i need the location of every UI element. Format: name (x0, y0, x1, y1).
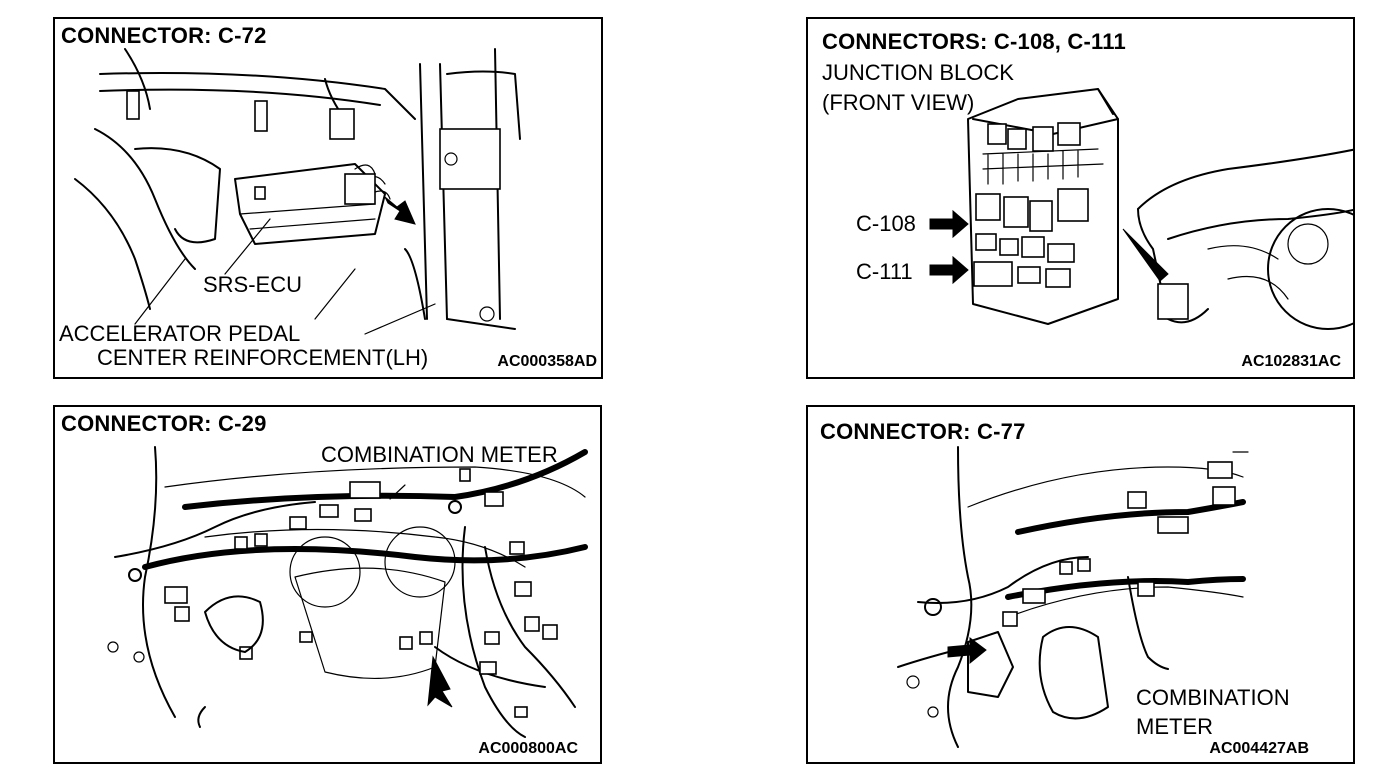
label-combination-meter: COMBINATION METER (321, 442, 558, 467)
c72-illustration (74, 48, 521, 335)
label-accelerator-pedal: ACCELERATOR PEDAL (59, 321, 301, 346)
callout-c108: C-108 (856, 211, 916, 236)
label-meter: METER (1136, 714, 1213, 739)
label-front-view: (FRONT VIEW) (822, 90, 975, 115)
panel-connector-c29: CONNECTOR: C-29 COMBINATION METER AC0008… (53, 405, 602, 764)
panel-title: CONNECTOR: C-29 (61, 411, 267, 436)
panel-connector-c77: CONNECTOR: C-77 COMBINATION METER AC0044… (806, 405, 1355, 764)
callout-c111: C-111 (856, 259, 913, 284)
label-center-reinforcement: CENTER REINFORCEMENT(LH) (97, 345, 429, 370)
panel-title: CONNECTORS: C-108, C-111 (822, 29, 1126, 54)
figure-code: AC004427AB (1209, 740, 1309, 757)
panel-connector-c72: CONNECTOR: C-72 SRS-ECU ACCELERATOR PEDA… (53, 17, 603, 379)
panel-title: CONNECTOR: C-72 (61, 23, 267, 48)
c29-illustration (107, 446, 588, 738)
label-combination: COMBINATION (1136, 685, 1290, 710)
c108-illustration (929, 88, 1353, 330)
panel-title: CONNECTOR: C-77 (820, 419, 1026, 444)
c77-illustration (897, 446, 1249, 748)
figure-code: AC102831AC (1241, 353, 1341, 370)
label-junction-block: JUNCTION BLOCK (822, 60, 1014, 85)
figure-code: AC000358AD (497, 353, 597, 370)
label-srs-ecu: SRS-ECU (203, 272, 303, 297)
figure-code: AC000800AC (478, 740, 578, 757)
panel-connectors-c108-c111: CONNECTORS: C-108, C-111 JUNCTION BLOCK … (806, 17, 1355, 379)
